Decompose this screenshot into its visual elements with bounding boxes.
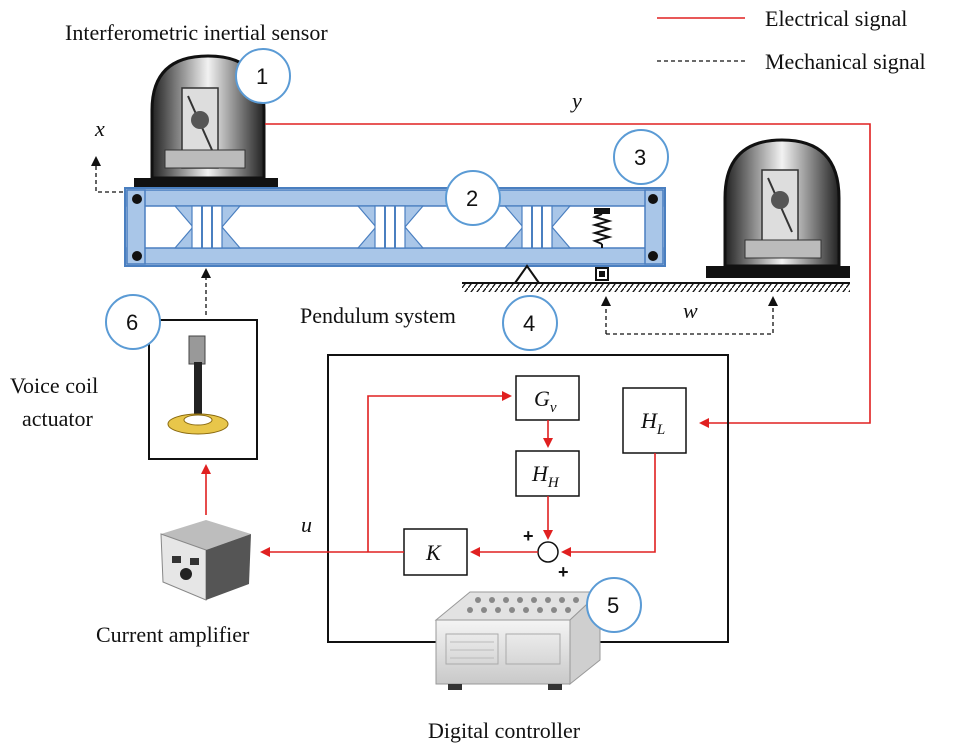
block-hl: HL bbox=[622, 387, 687, 454]
callout-5: 5 bbox=[586, 577, 642, 633]
sensor-label: Interferometric inertial sensor bbox=[65, 20, 328, 45]
callout-4: 4 bbox=[502, 295, 558, 351]
inertial-sensor-right bbox=[706, 138, 850, 278]
callout-2: 2 bbox=[445, 170, 501, 226]
hh-main: H bbox=[531, 461, 549, 486]
legend: Electrical signal Mechanical signal bbox=[657, 6, 926, 74]
hl-sub: L bbox=[656, 422, 665, 438]
svg-text:3: 3 bbox=[634, 145, 646, 170]
digital-controller-label: Digital controller bbox=[428, 718, 581, 743]
truss-frame bbox=[124, 187, 666, 267]
block-hh: HH bbox=[515, 450, 580, 497]
y-signal: y bbox=[265, 88, 871, 428]
svg-text:6: 6 bbox=[126, 310, 138, 335]
summing-junction: + + bbox=[523, 526, 569, 582]
pivot bbox=[514, 264, 540, 284]
inertial-sensor-left bbox=[134, 54, 278, 188]
spring bbox=[591, 208, 613, 248]
ground bbox=[462, 267, 850, 292]
w-label: w bbox=[683, 298, 698, 323]
svg-text:Gv: Gv bbox=[534, 386, 557, 416]
voice-coil-actuator bbox=[148, 319, 258, 460]
callout-3: 3 bbox=[613, 129, 669, 185]
legend-electrical-label: Electrical signal bbox=[765, 6, 907, 31]
current-amplifier-label: Current amplifier bbox=[96, 622, 250, 647]
voice-coil-label-2: actuator bbox=[22, 406, 94, 431]
callout-6: 6 bbox=[105, 294, 161, 350]
digital-controller-device bbox=[434, 590, 602, 690]
block-gv: Gv bbox=[515, 375, 580, 421]
legend-mechanical-label: Mechanical signal bbox=[765, 49, 926, 74]
svg-text:4: 4 bbox=[523, 311, 535, 336]
svg-text:1: 1 bbox=[256, 64, 268, 89]
hh-sub: H bbox=[547, 475, 560, 491]
svg-text:HH: HH bbox=[531, 461, 560, 491]
pendulum-label: Pendulum system bbox=[300, 303, 456, 328]
sum-plus-bottom: + bbox=[558, 562, 569, 582]
callout-1: 1 bbox=[235, 48, 291, 104]
gv-main: G bbox=[534, 386, 550, 411]
svg-text:HL: HL bbox=[640, 408, 665, 438]
svg-text:5: 5 bbox=[607, 593, 619, 618]
controller-signals bbox=[260, 391, 656, 557]
gv-sub: v bbox=[550, 400, 557, 416]
sum-plus-top: + bbox=[523, 526, 534, 546]
block-k: K bbox=[403, 528, 468, 576]
x-signal: x bbox=[91, 116, 130, 193]
current-amplifier bbox=[160, 520, 251, 601]
svg-text:2: 2 bbox=[466, 186, 478, 211]
k-main: K bbox=[425, 540, 442, 565]
voice-coil-label-1: Voice coil bbox=[10, 373, 98, 398]
w-signal: w bbox=[601, 296, 778, 335]
u-label: u bbox=[301, 512, 312, 537]
hl-main: H bbox=[640, 408, 658, 433]
y-label: y bbox=[570, 88, 582, 113]
x-label: x bbox=[94, 116, 105, 141]
